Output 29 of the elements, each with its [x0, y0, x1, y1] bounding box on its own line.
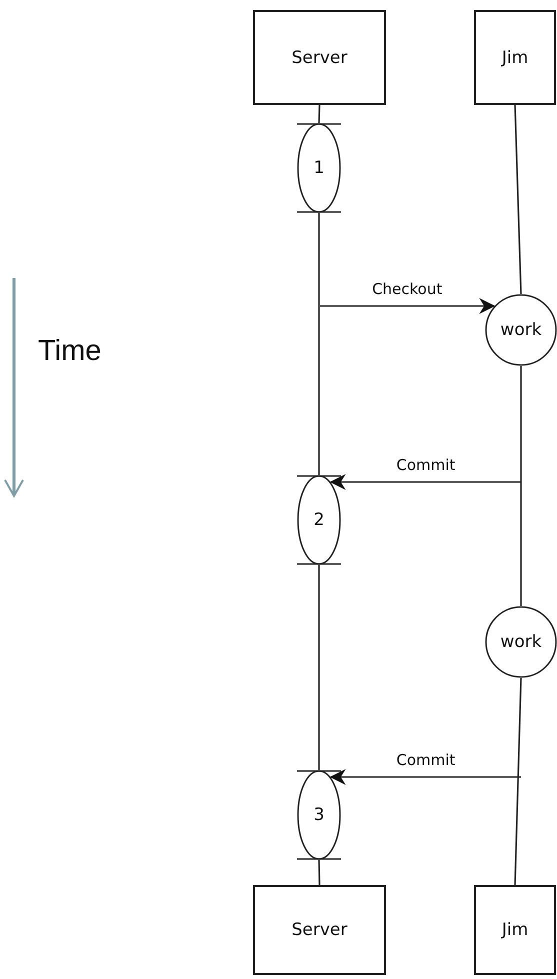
participant-box — [474, 10, 556, 105]
step-number: 2 — [314, 510, 324, 530]
step-oval — [297, 123, 341, 213]
step-oval — [297, 475, 341, 565]
lifeline — [318, 860, 320, 886]
time-label: Time — [38, 335, 102, 368]
node-label: Jim — [502, 48, 528, 68]
message-arrow — [330, 474, 521, 490]
message-arrow — [330, 769, 521, 785]
message-arrow — [320, 298, 496, 314]
participant-box — [474, 885, 556, 975]
lifeline — [514, 678, 522, 886]
lifeline — [514, 104, 522, 294]
step-number: 3 — [314, 805, 324, 825]
step-oval — [297, 770, 341, 860]
node-label: work — [500, 632, 542, 652]
lifeline — [520, 366, 522, 606]
node-label: Server — [292, 48, 348, 68]
work-circle — [485, 294, 557, 366]
lifeline — [318, 565, 320, 770]
step-number: 1 — [314, 158, 324, 178]
work-circle — [485, 606, 557, 678]
node-label: Jim — [502, 920, 528, 940]
participant-box — [253, 10, 386, 105]
node-label: work — [500, 320, 542, 340]
participant-box — [253, 885, 386, 975]
node-label: Server — [292, 920, 348, 940]
lifeline — [318, 213, 320, 475]
lifeline — [318, 104, 320, 124]
